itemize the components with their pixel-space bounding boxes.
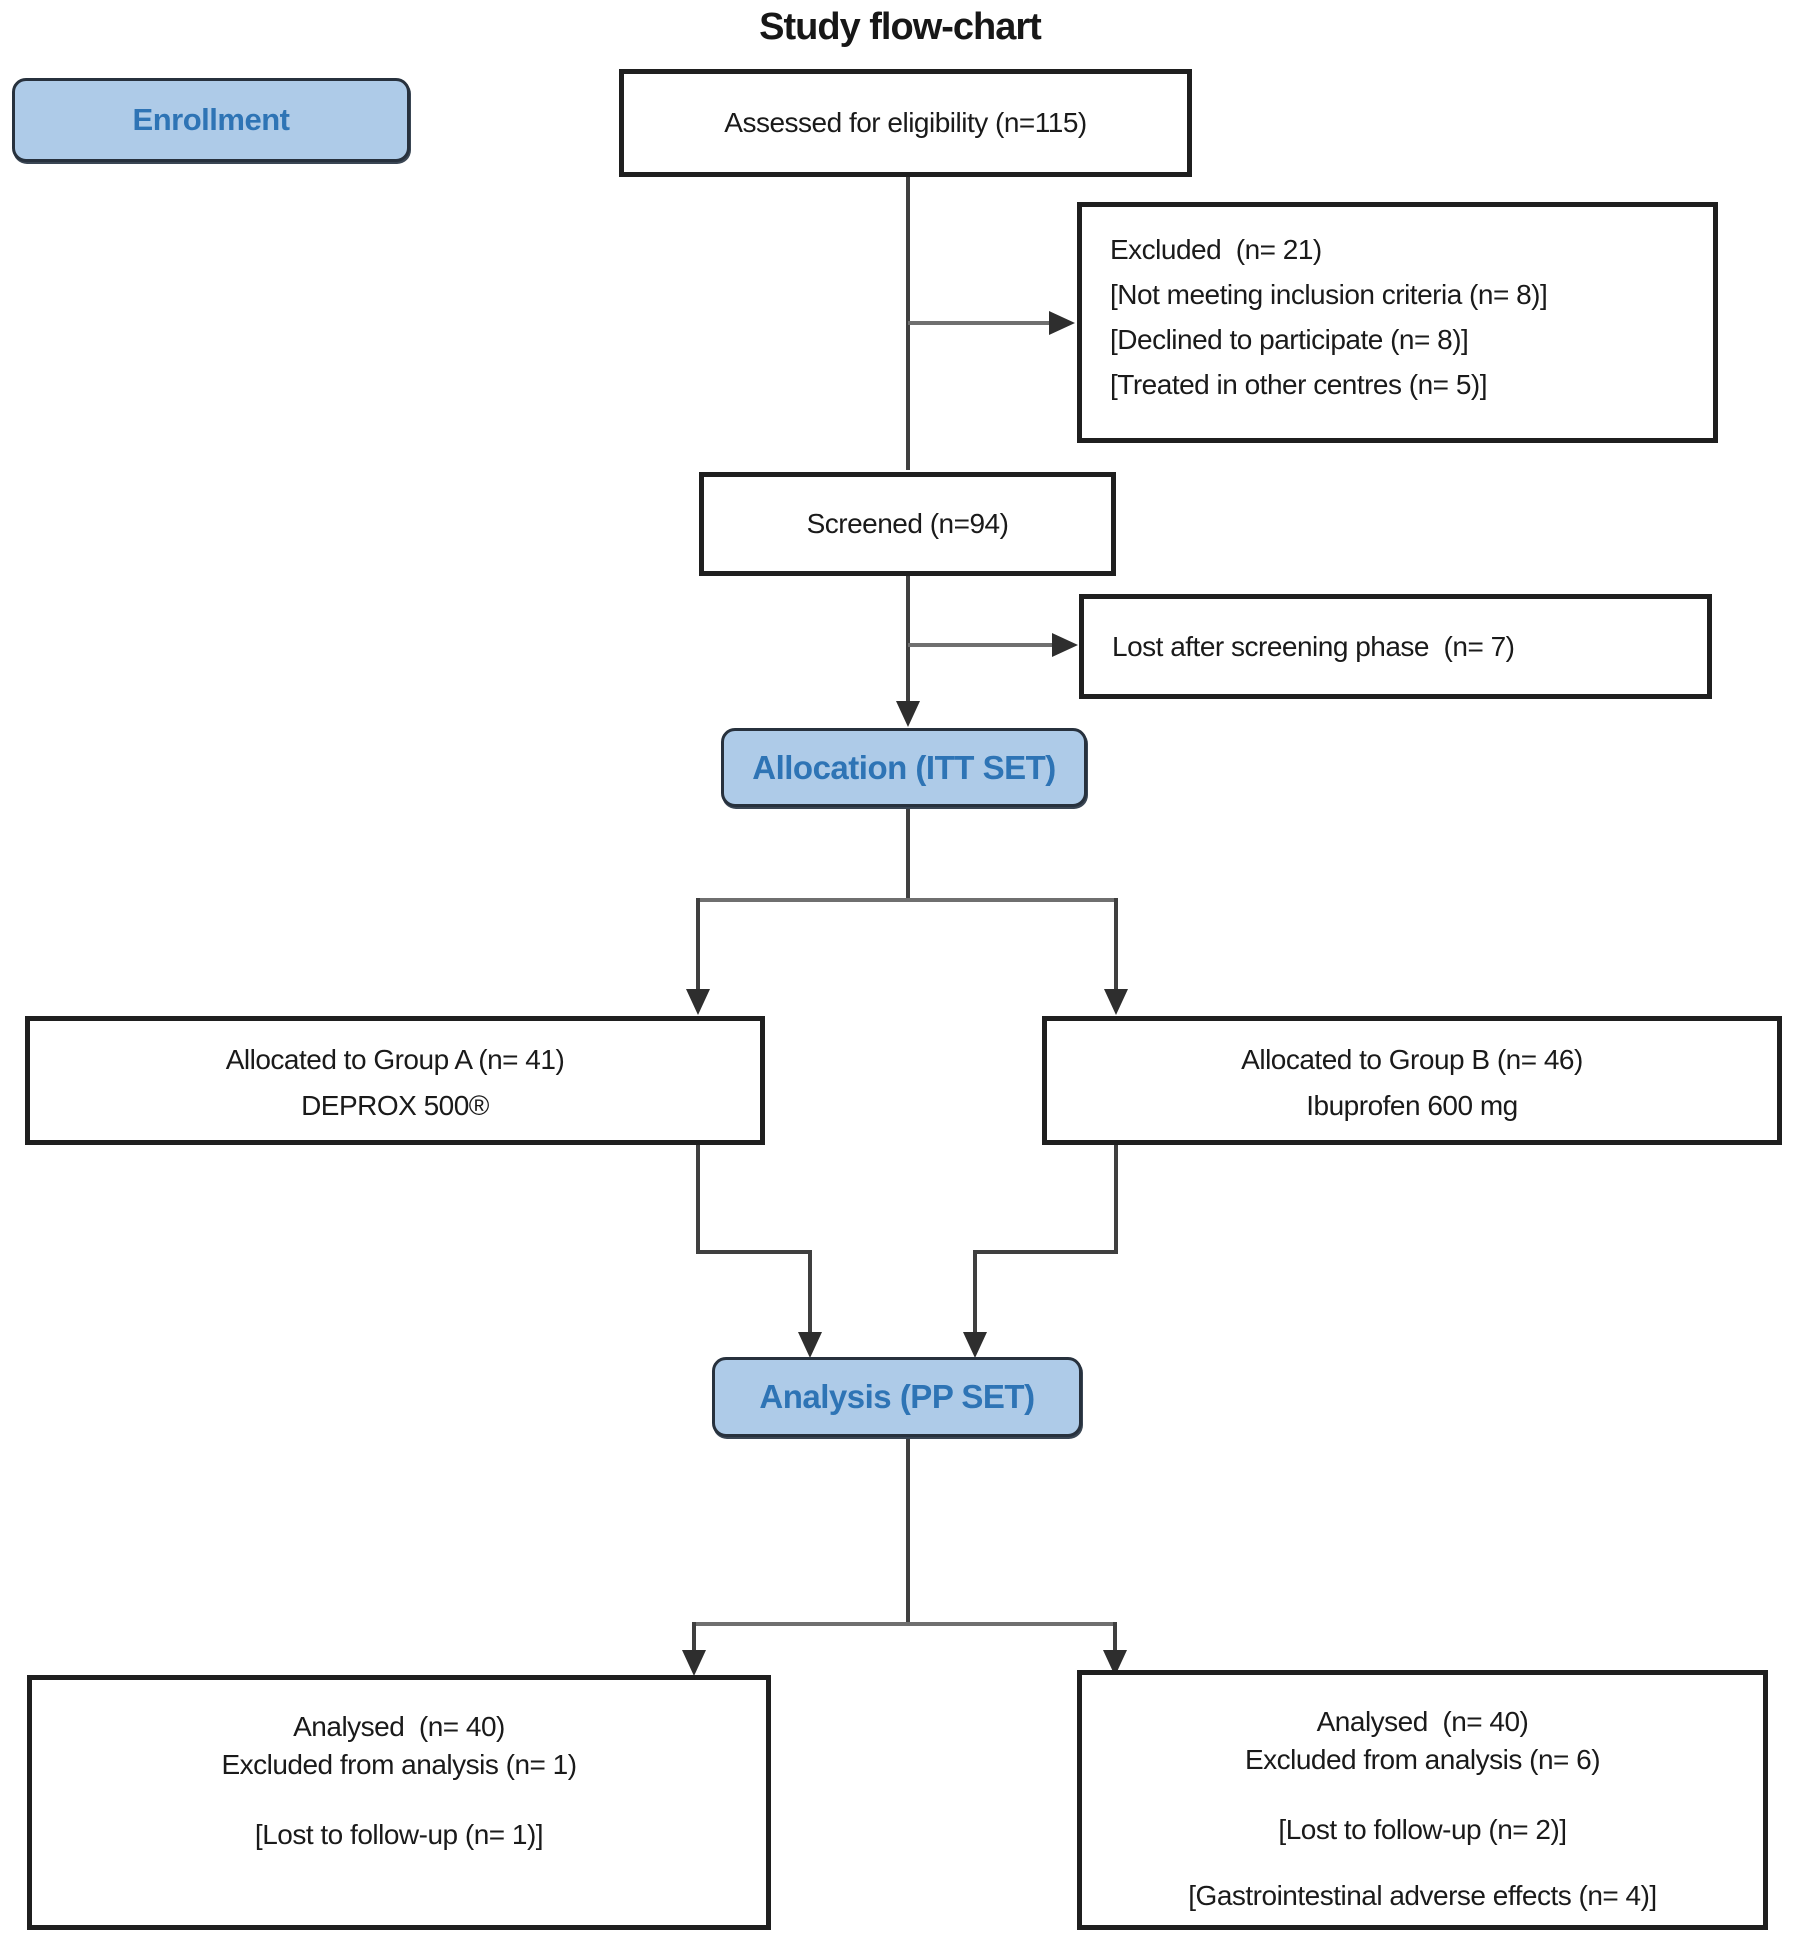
analysed-a-line: Excluded from analysis (n= 1) [221, 1749, 577, 1780]
stage-analysis-label: Analysis (PP SET) [759, 1378, 1035, 1415]
stage-analysis: Analysis (PP SET) [712, 1357, 1082, 1437]
excluded-line: [Not meeting inclusion criteria (n= 8)] [1110, 279, 1548, 310]
stage-allocation: Allocation (ITT SET) [721, 728, 1087, 807]
group-b-line: Allocated to Group B (n= 46) [1241, 1044, 1583, 1075]
arrow-to-group-a [686, 989, 710, 1015]
arrow-to-analysed-a [682, 1650, 706, 1676]
arrow-to-allocation [896, 701, 920, 727]
box-lost-text: Lost after screening phase (n= 7) [1112, 630, 1515, 662]
box-group-a: Allocated to Group A (n= 41) DEPROX 500® [25, 1016, 765, 1145]
excluded-line: Excluded (n= 21) [1110, 234, 1322, 265]
page-title: Study flow-chart [759, 6, 1042, 48]
analysed-b-line: Analysed (n= 40) [1316, 1706, 1529, 1737]
box-lost-after-screening: Lost after screening phase (n= 7) [1079, 594, 1712, 699]
arrow-to-lost [1052, 633, 1078, 657]
group-a-line: DEPROX 500® [301, 1090, 489, 1121]
arrow-to-analysis-right [963, 1332, 987, 1358]
analysed-b-line: Excluded from analysis (n= 6) [1244, 1744, 1601, 1775]
analysed-b-line: [Gastrointestinal adverse effects (n= 4)… [1188, 1880, 1657, 1911]
box-assessed-text: Assessed for eligibility (n=115) [724, 107, 1087, 138]
box-screened: Screened (n=94) [699, 472, 1116, 576]
box-group-b: Allocated to Group B (n= 46) Ibuprofen 6… [1042, 1016, 1782, 1145]
excluded-line: [Treated in other centres (n= 5)] [1110, 369, 1488, 400]
analysed-b-line: [Lost to follow-up (n= 2)] [1278, 1814, 1567, 1845]
arrow-to-analysis-left [798, 1332, 822, 1358]
analysed-a-line: [Lost to follow-up (n= 1)] [254, 1819, 544, 1850]
stage-enrollment: Enrollment [12, 78, 410, 162]
box-screened-text: Screened (n=94) [806, 508, 1009, 539]
group-b-line: Ibuprofen 600 mg [1306, 1090, 1518, 1121]
stage-allocation-label: Allocation (ITT SET) [752, 748, 1056, 786]
analysed-a-line: Analysed (n= 40) [293, 1711, 505, 1742]
arrow-to-group-b [1104, 989, 1128, 1015]
arrow-to-excluded [1049, 311, 1075, 335]
box-assessed: Assessed for eligibility (n=115) [619, 69, 1192, 177]
excluded-line: [Declined to participate (n= 8)] [1110, 324, 1469, 355]
box-analysed-a: Analysed (n= 40) Excluded from analysis … [27, 1675, 771, 1930]
box-analysed-b: Analysed (n= 40) Excluded from analysis … [1077, 1670, 1768, 1930]
box-excluded: Excluded (n= 21) [Not meeting inclusion … [1077, 202, 1718, 443]
stage-enrollment-label: Enrollment [132, 102, 290, 137]
group-a-line: Allocated to Group A (n= 41) [225, 1044, 565, 1075]
